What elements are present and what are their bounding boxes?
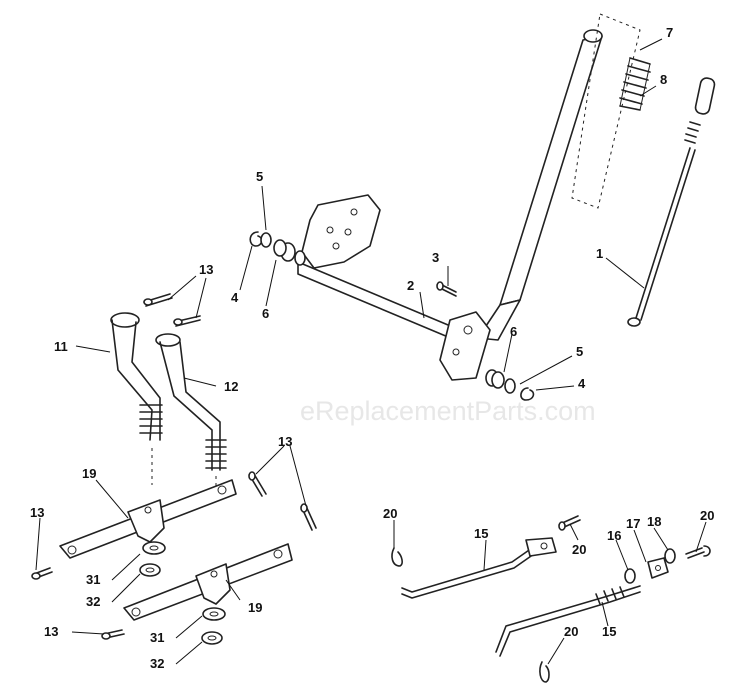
callout-18: 18 [647,514,661,529]
washer-part-5-left [260,232,272,248]
callout-8: 8 [660,72,667,87]
ferrule-part-17 [647,557,669,579]
leader-lines [35,38,707,665]
callout-7: 7 [666,25,673,40]
callout-31-upper: 31 [86,572,100,587]
bushing-part-6-left [273,239,287,257]
nut-part-32-lower [201,631,223,645]
callout-16: 16 [607,528,621,543]
lift-rod-part-1 [627,77,716,327]
callout-6-left: 6 [262,306,269,321]
callout-2: 2 [407,278,414,293]
spring-part-8 [619,57,651,111]
callout-20-left: 20 [383,506,397,521]
callout-32-upper: 32 [86,594,100,609]
callout-5-right: 5 [576,344,583,359]
lift-link-part-12 [155,333,227,492]
callout-1: 1 [596,246,603,261]
callout-32-lower: 32 [150,656,164,671]
rod-part-15-upper [401,537,557,599]
callout-6-right: 6 [510,324,517,339]
callout-15-upper: 15 [474,526,488,541]
nut-part-16 [624,568,636,584]
callout-20-middle: 20 [572,542,586,557]
rod-part-15-lower [495,585,641,657]
callout-20-right: 20 [700,508,714,523]
bushing-part-6-right [491,371,505,389]
lift-shaft-part-2 [280,194,499,387]
cotter-pins-part-13-lower [31,471,317,640]
callout-13-left: 13 [30,505,44,520]
watermark-text: eReplacementParts.com [300,396,596,426]
callout-13-upper: 13 [199,262,213,277]
washer-part-5-right [504,378,516,394]
callout-4-right: 4 [578,376,586,391]
clip-part-4-left [249,231,263,247]
callout-13-bottom: 13 [44,624,58,639]
callout-20-bottom: 20 [564,624,578,639]
cotter-pin-part-3 [436,281,457,297]
lift-arm-part-19-lower [123,543,293,621]
callout-5-left: 5 [256,169,263,184]
callout-3: 3 [432,250,439,265]
callout-13-middle: 13 [278,434,292,449]
callout-31-lower: 31 [150,630,164,645]
cotter-pins-part-20 [391,515,711,683]
callout-11: 11 [54,339,68,354]
callout-12: 12 [224,379,238,394]
callout-labels: 7 8 1 2 3 5 4 6 6 5 4 13 11 12 13 19 13 … [30,25,714,671]
callout-15-lower: 15 [602,624,616,639]
clip-part-4-right [520,387,535,401]
callout-19-upper: 19 [82,466,96,481]
lift-handle-part-7 [477,13,641,341]
nut-part-32-upper [139,563,161,577]
callout-17: 17 [626,516,640,531]
callout-4-left: 4 [231,290,239,305]
lift-arm-part-19-upper [59,479,237,559]
callout-19-lower: 19 [248,600,262,615]
spacer-part-31-lower [202,607,226,621]
cotter-pins-part-13-upper [143,293,201,327]
washer-part-18 [664,548,676,564]
lift-link-part-11 [110,312,163,485]
spacer-part-31-upper [142,541,166,555]
